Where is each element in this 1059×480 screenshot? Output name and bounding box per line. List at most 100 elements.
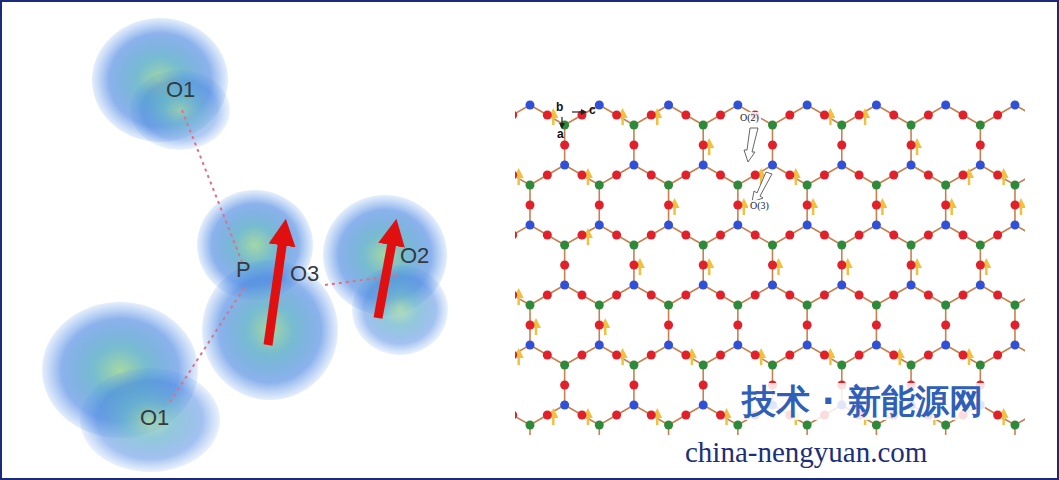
oxygen-atom (577, 231, 586, 240)
moment-arrows (268, 232, 394, 345)
oxygen-atom (647, 171, 656, 180)
metal-atom (837, 121, 846, 130)
oxygen-atom (681, 171, 690, 180)
metal-atom (872, 341, 881, 350)
oxygen-atom (751, 351, 760, 360)
oxygen-atom (889, 171, 898, 180)
oxygen-atom (526, 201, 535, 210)
oxygen-atom (664, 321, 673, 330)
oxygen-atom (941, 201, 950, 210)
oxygen-atom (716, 411, 725, 420)
oxygen-atom (647, 291, 656, 300)
lattice-bond (738, 225, 773, 245)
lattice-bond (634, 285, 669, 305)
lattice-bond (772, 225, 807, 245)
oxygen-atom (837, 141, 846, 150)
metal-atom (664, 181, 673, 190)
oxygen-atom (515, 351, 517, 360)
callout-label: O(2) (738, 112, 761, 123)
metal-atom (629, 121, 638, 130)
metal-atom (1010, 221, 1019, 230)
oxygen-atom (872, 321, 881, 330)
oxygen-atom (924, 231, 933, 240)
metal-atom (803, 341, 812, 350)
metal-atom (560, 241, 569, 250)
lattice-bond (807, 285, 842, 305)
spin-arrow (535, 323, 538, 335)
atom-label: O1 (140, 406, 169, 430)
oxygen-atom (681, 411, 690, 420)
spin-arrow (621, 113, 624, 125)
spin-arrow (725, 413, 728, 425)
spin-arrow (604, 323, 607, 335)
oxygen-atom (889, 111, 898, 120)
oxygen-atom (907, 141, 916, 150)
oxygen-atom (837, 261, 846, 270)
metal-atom (629, 161, 638, 170)
oxygen-atom (577, 411, 586, 420)
metal-atom (837, 161, 846, 170)
lattice-bond (565, 405, 600, 425)
spin-arrow (743, 203, 746, 215)
oxygen-atom (526, 321, 535, 330)
oxygen-atom (785, 111, 794, 120)
spin-arrow (777, 263, 780, 275)
oxygen-atom (595, 201, 604, 210)
axis-arrows (562, 112, 584, 126)
oxygen-atom (577, 171, 586, 180)
metal-atom (699, 281, 708, 290)
oxygen-atom (785, 231, 794, 240)
lattice-bond (980, 225, 1015, 245)
lattice-bond (599, 405, 634, 425)
metal-atom (699, 401, 708, 410)
oxygen-atom (681, 111, 690, 120)
spin-arrow (898, 353, 901, 365)
oxygen-atom (647, 411, 656, 420)
oxygen-atom (716, 171, 725, 180)
metal-atom (560, 281, 569, 290)
metal-atom (733, 101, 742, 110)
oxygen-atom (993, 411, 1002, 420)
metal-atom (526, 221, 535, 230)
bond-lines (168, 110, 400, 405)
lattice-bond (565, 285, 600, 305)
oxygen-atom (959, 291, 968, 300)
lattice-bond (911, 285, 946, 305)
metal-atom (941, 101, 950, 110)
spin-arrow (916, 143, 919, 155)
atom-label: O2 (400, 244, 429, 268)
lattice-bond (807, 345, 842, 365)
metal-atom (872, 181, 881, 190)
lattice-bond (807, 225, 842, 245)
metal-atom (526, 101, 535, 110)
oxygen-atom (716, 111, 725, 120)
metal-atom (837, 281, 846, 290)
spin-arrow (864, 113, 867, 125)
oxygen-atom (612, 111, 621, 120)
axis-label: b (556, 101, 563, 114)
metal-atom (733, 181, 742, 190)
metal-atom (595, 301, 604, 310)
oxygen-atom (959, 111, 968, 120)
metal-atom (560, 361, 569, 370)
oxygen-atom (612, 171, 621, 180)
metal-atom (595, 221, 604, 230)
metal-atom (976, 281, 985, 290)
lattice-bond (530, 345, 565, 365)
oxygen-atom (733, 321, 742, 330)
lattice-bond (980, 405, 1015, 425)
lattice-bond (599, 225, 634, 245)
metal-atom (664, 221, 673, 230)
lattice-bond (599, 165, 634, 185)
oxygen-atom (855, 231, 864, 240)
electron-density (42, 18, 448, 472)
metal-atom (941, 221, 950, 230)
lattice-bond (599, 345, 634, 365)
oxygen-atom (543, 111, 552, 120)
spin-arrow (760, 353, 763, 365)
metal-atom (664, 421, 673, 430)
oxygen-atom (751, 231, 760, 240)
metal-atom (1010, 181, 1019, 190)
oxygen-atom (959, 231, 968, 240)
